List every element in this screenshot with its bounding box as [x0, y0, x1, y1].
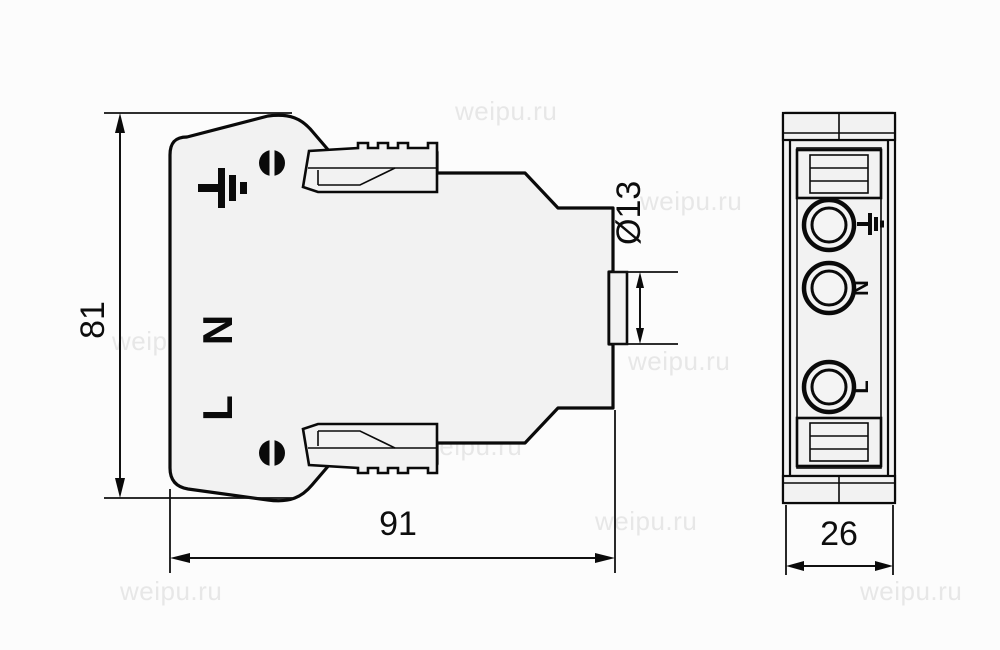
- watermark-text: weipu.ru: [639, 186, 742, 216]
- dimension-pin-diameter-13: Ø13: [610, 181, 678, 345]
- top-clamp-taper-line: [318, 167, 396, 186]
- front-earth-bar-2: [874, 217, 878, 231]
- screw-top-slot: [269, 150, 275, 176]
- bottom-cable-clamp: [301, 422, 439, 475]
- screw-top: [259, 150, 285, 176]
- front-view: N L 26: [781, 111, 897, 575]
- earth-bar-3: [240, 182, 247, 194]
- front-terminal-label-neutral: N: [848, 280, 873, 296]
- dimension-width-26: 26: [785, 505, 894, 575]
- side-view: N L 81 91: [74, 112, 678, 573]
- front-inner-frame-2: [796, 147, 882, 469]
- watermark-text: weipu.ru: [627, 346, 730, 376]
- dimension-length-91: 91: [169, 410, 616, 573]
- dimension-value-length: 91: [379, 505, 417, 543]
- earth-bar-1: [218, 168, 225, 208]
- socket-line-inner-ring: [810, 368, 848, 406]
- watermark-text: weipu.ru: [119, 576, 222, 606]
- front-bottom-clamp-body: [795, 416, 883, 468]
- arrow-head-up: [115, 113, 125, 133]
- socket-line: [801, 359, 857, 415]
- arrow-head-width-right: [875, 561, 893, 571]
- screw-bottom: [259, 440, 285, 466]
- front-top-clamp-inner: [809, 154, 869, 194]
- front-earth-bar-3: [880, 220, 884, 228]
- socket-neutral-inner-ring: [810, 269, 848, 307]
- front-earth-bar-1: [868, 213, 872, 235]
- arrow-head-down: [115, 478, 125, 498]
- front-top-endcap: [781, 111, 897, 142]
- bottom-clamp-taper-line: [318, 430, 396, 449]
- arrow-head-left: [170, 553, 190, 563]
- front-bottom-clamp-inner: [809, 422, 869, 462]
- screw-bottom-slot: [269, 440, 275, 466]
- dimension-height-81: 81: [74, 112, 292, 499]
- terminal-label-neutral: N: [194, 315, 241, 345]
- arrow-head-pin-down: [636, 328, 644, 344]
- socket-earth-inner-ring: [810, 206, 848, 244]
- top-cable-clamp: [301, 141, 439, 194]
- watermark-text: weipu.ru: [454, 96, 557, 126]
- arrow-head-pin-up: [636, 272, 644, 288]
- front-bottom-clamp: [795, 416, 883, 468]
- front-top-clamp-body: [795, 148, 883, 200]
- dimension-value-height: 81: [74, 301, 112, 339]
- front-earth-ground-icon: [857, 213, 884, 235]
- earth-bar-2: [229, 175, 236, 201]
- watermark-text: weipu.ru: [594, 506, 697, 536]
- dimension-value-pin-diameter: Ø13: [610, 181, 648, 245]
- plug-pin-block: [607, 270, 629, 346]
- earth-stem: [198, 184, 218, 192]
- front-bottom-endcap: [781, 474, 897, 505]
- front-top-clamp: [795, 148, 883, 200]
- earth-ground-icon: [198, 168, 247, 208]
- arrow-head-right: [595, 553, 615, 563]
- front-terminal-label-line: L: [848, 380, 873, 393]
- socket-earth: [801, 197, 857, 253]
- connector-body-outline: [168, 113, 615, 503]
- watermark-text: weipu.ru: [859, 576, 962, 606]
- socket-neutral: [801, 260, 857, 316]
- dimension-value-width: 26: [820, 515, 858, 553]
- arrow-head-width-left: [786, 561, 804, 571]
- terminal-label-line: L: [194, 395, 241, 421]
- front-earth-stem: [857, 222, 868, 226]
